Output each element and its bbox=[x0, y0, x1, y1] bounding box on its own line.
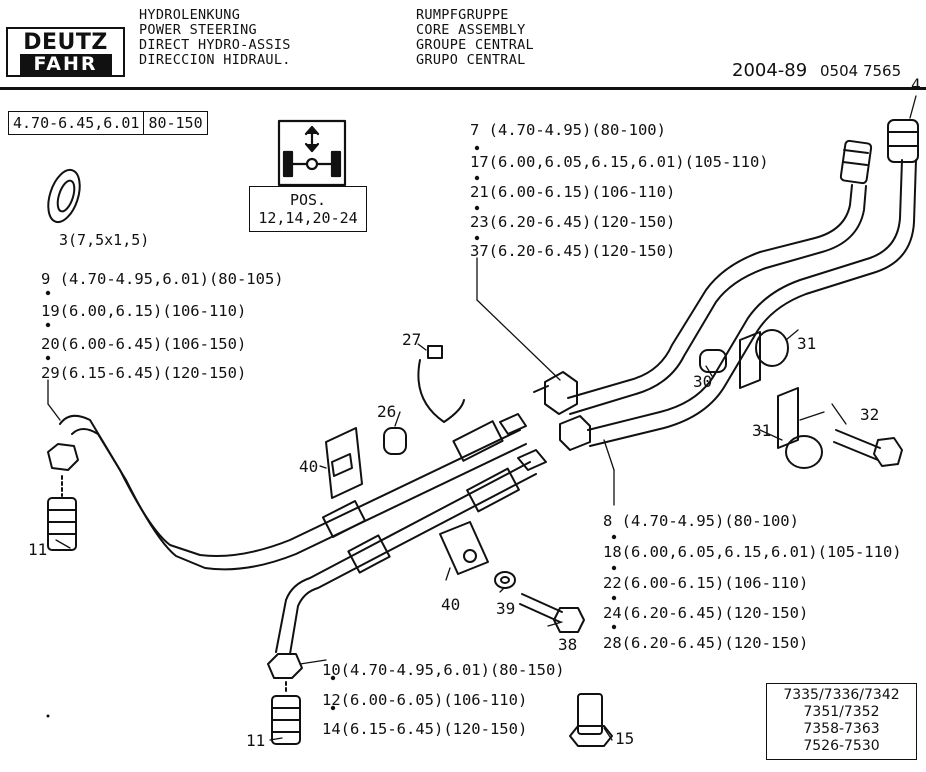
callout-26: 26 bbox=[377, 402, 397, 421]
pos-list: 12,14,20-24 bbox=[258, 209, 358, 227]
part-24-label: 24(6.20-6.45)(120-150) bbox=[603, 604, 809, 622]
group-title-right: RUMPFGRUPPE CORE ASSEMBLY GROUPE CENTRAL… bbox=[416, 8, 534, 68]
section-title-es: GRUPO CENTRAL bbox=[416, 52, 526, 68]
clamp-31-lower bbox=[777, 387, 823, 469]
group-title-fr: DIRECT HYDRO-ASSIS bbox=[139, 37, 291, 53]
clip-27 bbox=[417, 345, 465, 423]
brand-line1: DEUTZ bbox=[23, 30, 108, 55]
leader-lines bbox=[47, 95, 917, 741]
model-ref-line4: 7526-7530 bbox=[803, 738, 880, 754]
applicability-range: 80-150 bbox=[148, 114, 203, 132]
brand-line2: FAHR bbox=[19, 54, 112, 75]
part-20-label: 20(6.00-6.45)(106-150) bbox=[41, 335, 247, 353]
sleeve-26 bbox=[383, 427, 407, 455]
callout-32: 32 bbox=[860, 405, 880, 424]
hose-lower-drawing bbox=[267, 449, 547, 745]
callout-39: 39 bbox=[496, 599, 516, 618]
callout-15: 15 bbox=[615, 729, 635, 748]
group-title-en: POWER STEERING bbox=[139, 22, 257, 38]
section-title-fr: GROUPE CENTRAL bbox=[416, 37, 534, 53]
pipe-upper-drawing bbox=[533, 139, 873, 415]
applicability-box: 4.70-6.45,6.01 80-150 bbox=[8, 111, 208, 135]
part-21-label: 21(6.00-6.15)(106-110) bbox=[470, 183, 676, 201]
callout-4: 4 bbox=[911, 75, 921, 94]
doc-number: 0504 7565 bbox=[820, 62, 902, 80]
clamp-40-lower bbox=[439, 521, 489, 575]
washer-3-drawing bbox=[47, 168, 81, 224]
axle-icon bbox=[277, 119, 347, 187]
part-29-label: 29(6.15-6.45)(120-150) bbox=[41, 364, 247, 382]
group-title-left: HYDROLENKUNG POWER STEERING DIRECT HYDRO… bbox=[139, 8, 291, 68]
model-ref-line2: 7351/7352 bbox=[803, 704, 880, 720]
part-17-label: 17(6.00,6.05,6.15,6.01)(105-110) bbox=[470, 153, 769, 171]
hose-upper-drawing bbox=[47, 413, 527, 571]
part-22-label: 22(6.00-6.15)(106-110) bbox=[603, 574, 809, 592]
brand-logo: DEUTZ FAHR bbox=[6, 27, 125, 77]
part-37-label: 37(6.20-6.45)(120-150) bbox=[470, 242, 676, 260]
model-ref-line3: 7358-7363 bbox=[803, 721, 880, 737]
part-18-label: 18(6.00,6.05,6.15,6.01)(105-110) bbox=[603, 543, 902, 561]
part-28-label: 28(6.20-6.45)(120-150) bbox=[603, 634, 809, 652]
pos-box: POS. 12,14,20-24 bbox=[249, 186, 367, 232]
pipe-right-drawing bbox=[559, 119, 919, 451]
pos-title: POS. bbox=[289, 191, 327, 209]
clamp-31-upper bbox=[739, 329, 789, 389]
section-title-de: RUMPFGRUPPE bbox=[416, 7, 509, 23]
part-12-label: 12(6.00-6.05)(106-110) bbox=[322, 691, 528, 709]
header-rule bbox=[0, 87, 926, 90]
washer-39 bbox=[494, 571, 516, 589]
part-23-label: 23(6.20-6.45)(120-150) bbox=[470, 213, 676, 231]
group-title-de: HYDROLENKUNG bbox=[139, 7, 241, 23]
callout-27: 27 bbox=[402, 330, 422, 349]
page-code: 2004-89 bbox=[732, 60, 808, 81]
bolt-38 bbox=[519, 593, 585, 633]
group-title-es: DIRECCION HIDRAUL. bbox=[139, 52, 291, 68]
callout-38: 38 bbox=[558, 635, 578, 654]
model-reference-box: 7335/7336/7342 7351/7352 7358-7363 7526-… bbox=[766, 683, 917, 760]
fitting-15 bbox=[569, 693, 613, 747]
callout-40-upper: 40 bbox=[299, 457, 319, 476]
bolt-32 bbox=[833, 429, 903, 467]
part-8-label: 8 (4.70-4.95)(80-100) bbox=[603, 512, 799, 530]
sleeve-30 bbox=[699, 349, 727, 373]
callout-40-lower: 40 bbox=[441, 595, 461, 614]
clamp-40-upper bbox=[325, 427, 363, 499]
part-9-label: 9 (4.70-4.95,6.01)(80-105) bbox=[41, 270, 284, 288]
part-19-label: 19(6.00,6.15)(106-110) bbox=[41, 302, 247, 320]
model-ref-line1: 7335/7336/7342 bbox=[783, 687, 900, 703]
callout-31-lower: 31 bbox=[752, 421, 772, 440]
callout-30: 30 bbox=[693, 372, 713, 391]
part-14-label: 14(6.15-6.45)(120-150) bbox=[322, 720, 528, 738]
applicability-models: 4.70-6.45,6.01 bbox=[9, 112, 145, 134]
part-7-label: 7 (4.70-4.95)(80-100) bbox=[470, 121, 666, 139]
group-dots bbox=[45, 145, 617, 711]
callout-11-upper: 11 bbox=[28, 540, 48, 559]
part-10-label: 10(4.70-4.95,6.01)(80-150) bbox=[322, 661, 565, 679]
callout-31-upper: 31 bbox=[797, 334, 817, 353]
callout-11-lower: 11 bbox=[246, 731, 266, 750]
part-3-label: 3(7,5x1,5) bbox=[59, 231, 150, 249]
section-title-en: CORE ASSEMBLY bbox=[416, 22, 526, 38]
